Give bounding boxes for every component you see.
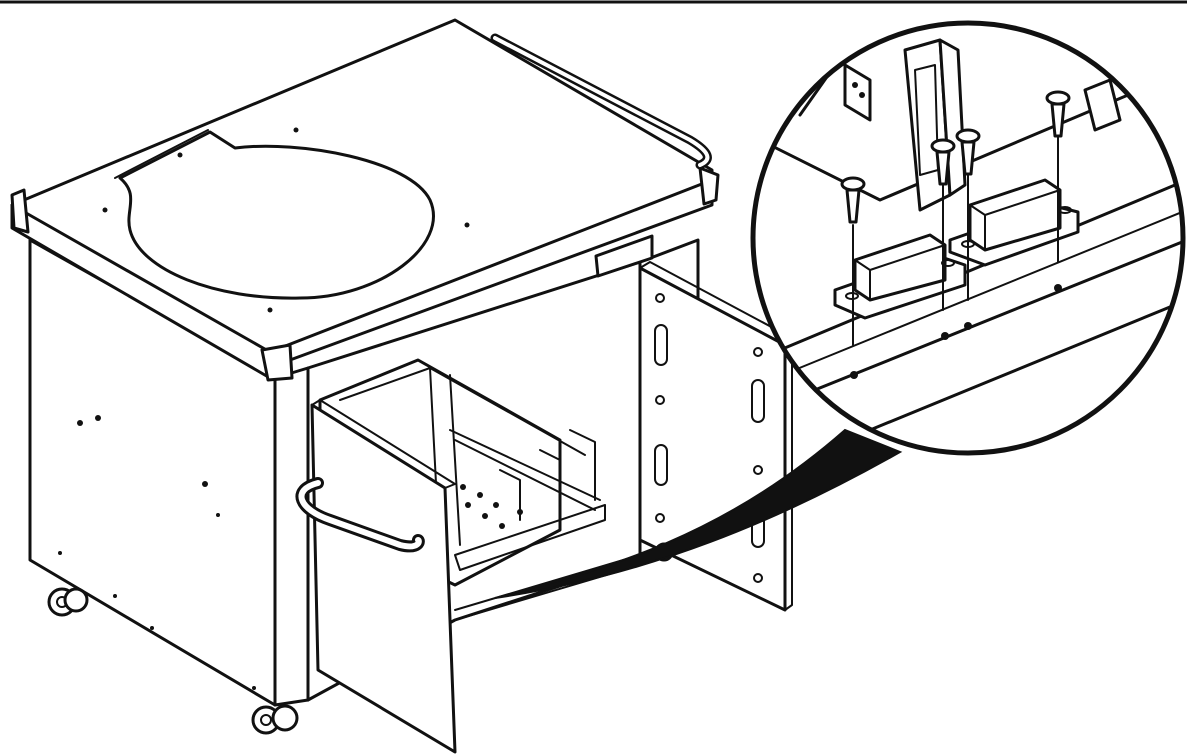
callout-pointer: [494, 428, 903, 599]
nameplate: [594, 234, 654, 278]
front-post: [273, 366, 310, 707]
door-handle-highlight: [298, 480, 422, 550]
grill-cutout: [118, 130, 435, 300]
mounting-screws: [840, 90, 1071, 379]
corner-cap-front: [260, 343, 294, 382]
magnetic-catch-right: [948, 178, 1080, 267]
top-holes: [102, 127, 470, 313]
casters: [47, 542, 674, 735]
open-door: [310, 403, 457, 754]
cutout-slot: [114, 129, 209, 179]
detail-callout: [750, 20, 1186, 456]
corner-cap-left: [10, 188, 30, 234]
side-handle-inner: [493, 36, 710, 167]
right-door-slots: [654, 293, 765, 583]
left-panel-holes: [58, 415, 256, 690]
open-door-edge: [311, 399, 456, 489]
corner-cap-right: [698, 166, 720, 206]
magnetic-catch-left: [833, 233, 967, 320]
